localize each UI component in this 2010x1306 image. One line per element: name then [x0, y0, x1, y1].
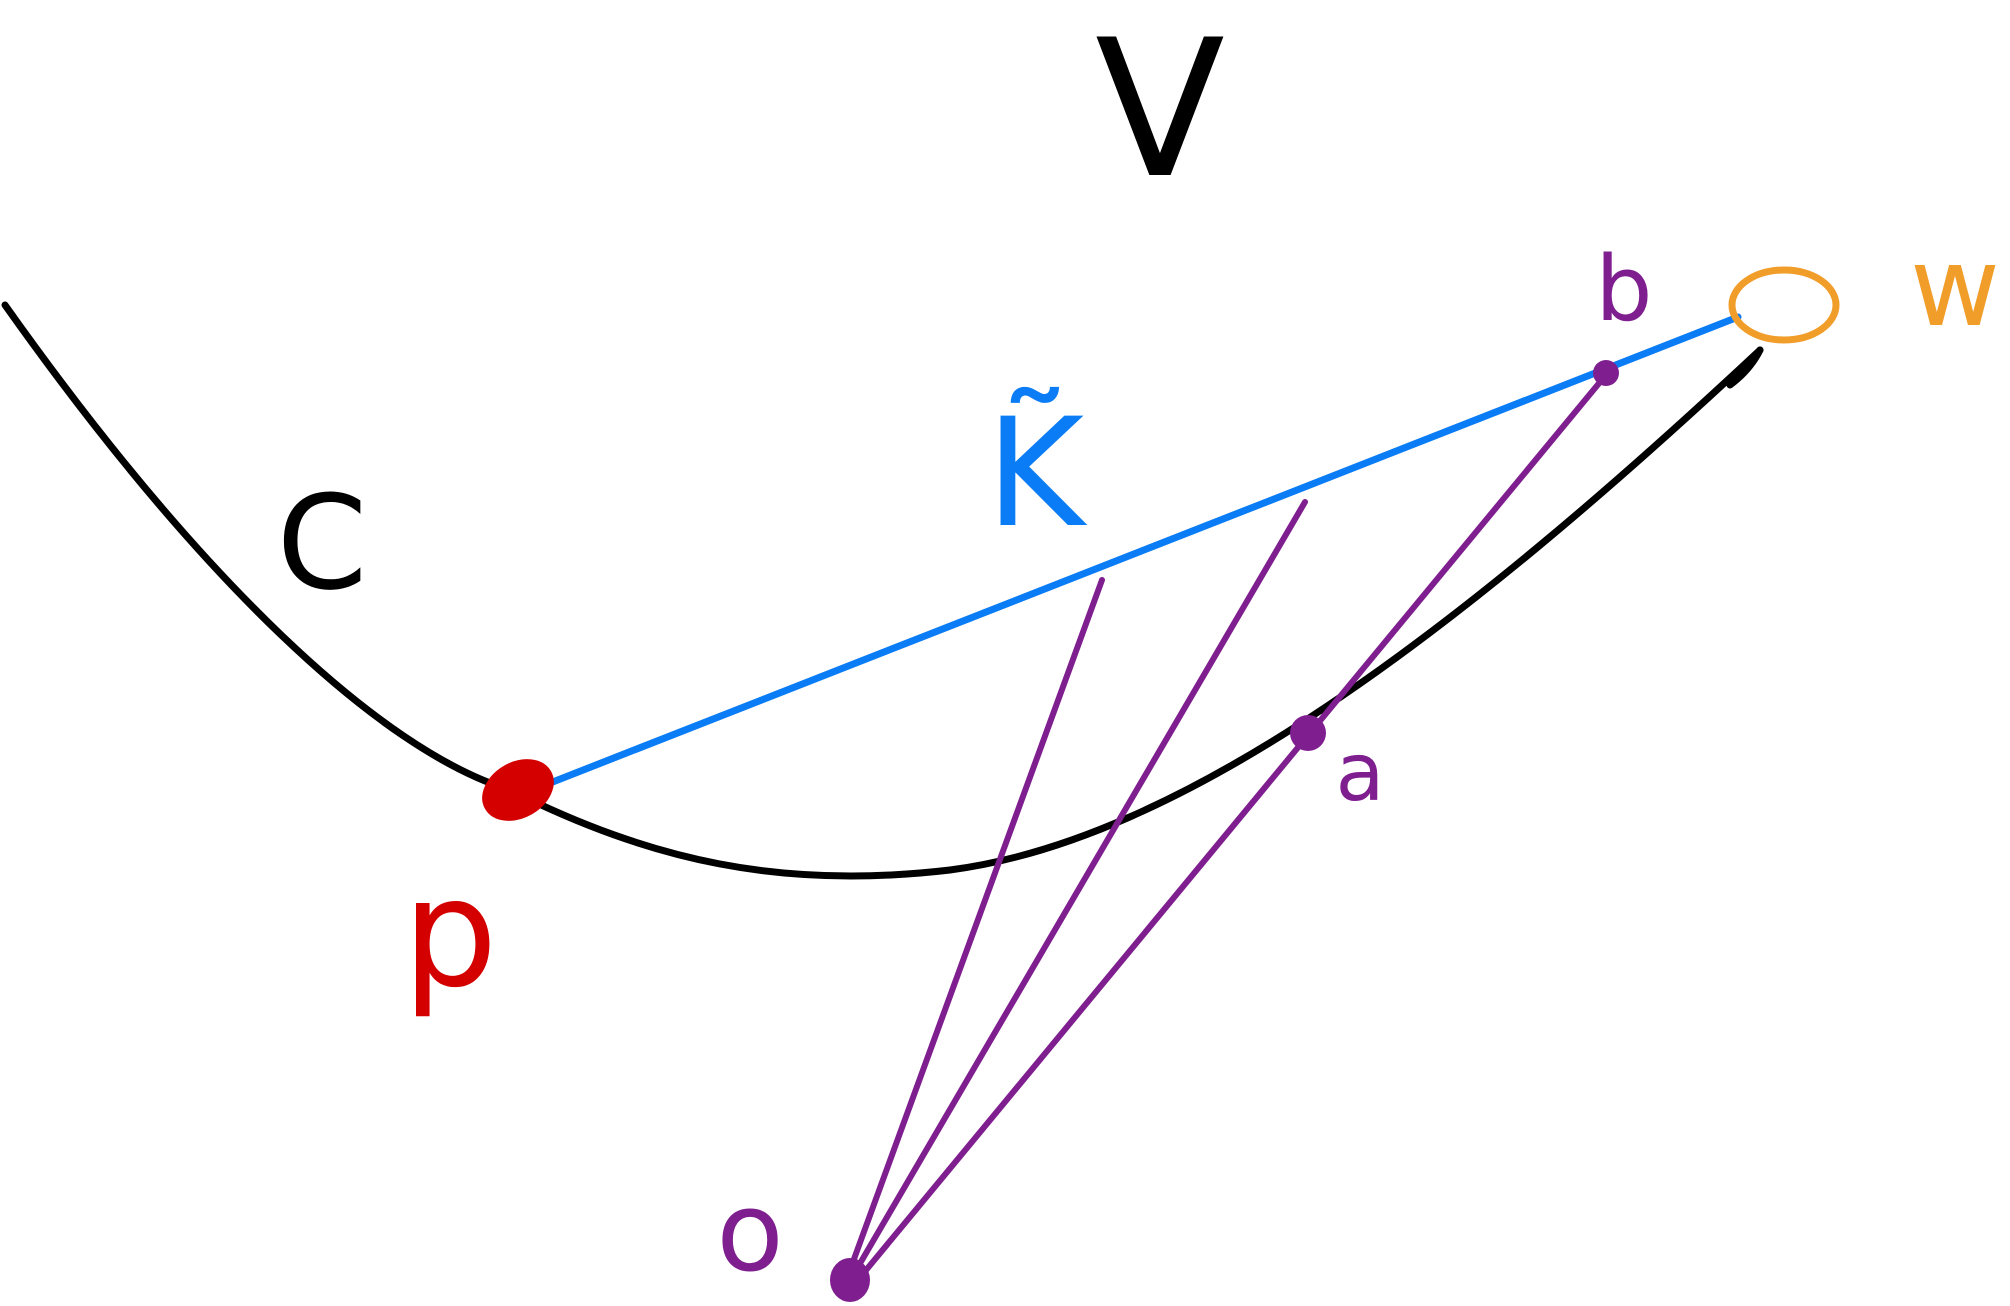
label-p: p	[402, 847, 497, 1021]
label-a: a	[1335, 726, 1384, 819]
point-w	[1728, 266, 1840, 344]
label-k-tilde: K̃	[986, 387, 1088, 561]
label-w: w	[1910, 223, 2000, 351]
label-c: C	[277, 467, 368, 619]
curve-c-end-tick	[1726, 346, 1764, 389]
segment-p-w	[541, 313, 1742, 789]
point-p	[482, 759, 554, 821]
point-a	[1290, 715, 1326, 751]
ray-o-2	[852, 499, 1308, 1275]
point-b	[1593, 360, 1619, 386]
label-o: o	[716, 1168, 783, 1296]
point-o	[830, 1258, 870, 1302]
curve-c	[1, 301, 1764, 880]
ray-o-1	[847, 577, 1105, 1273]
label-b: b	[1595, 237, 1652, 342]
ray-o-a-b	[859, 373, 1608, 1278]
label-v: V	[1095, 0, 1225, 220]
